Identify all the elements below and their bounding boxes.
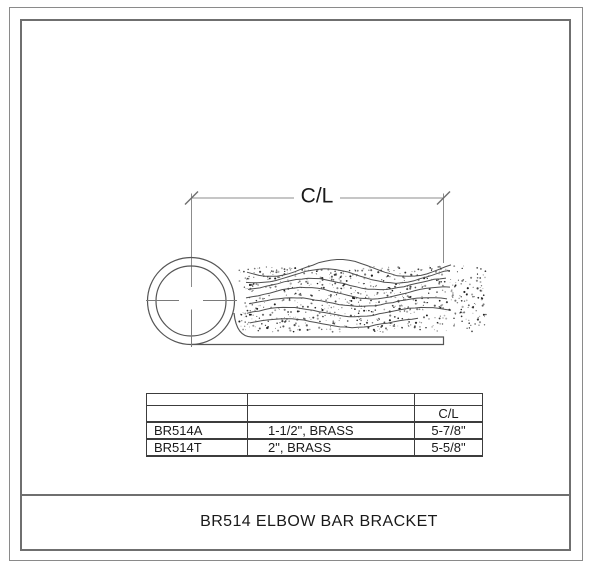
drawing-title: BR514 ELBOW BAR BRACKET (200, 513, 438, 530)
header-model-cell (146, 405, 248, 423)
size-cell: 2", BRASS (247, 438, 415, 457)
title-block-divider (21, 494, 570, 496)
part-number-cell: BR514A (146, 421, 248, 440)
table-row: BR514T 2", BRASS 5-5/8" (146, 438, 483, 457)
cl-cell: 5-5/8" (414, 438, 483, 457)
bracket-arm (191, 312, 445, 346)
cl-cell: 5-7/8" (414, 421, 483, 440)
header-size-cell (247, 405, 415, 423)
wood-grain-lines (245, 259, 452, 329)
part-number-cell: BR514T (146, 438, 248, 457)
header-cl-cell: C/L (414, 405, 483, 423)
blank-cell (414, 393, 483, 406)
outer-border-frame (9, 7, 583, 561)
table-header-row: C/L (146, 405, 483, 423)
blank-cell (247, 393, 415, 406)
dimension-tick-left (184, 191, 199, 205)
blank-cell (146, 393, 248, 406)
spec-table: C/L BR514A 1-1/2", BRASS 5-7/8" BR514T 2… (146, 393, 483, 457)
table-row: BR514A 1-1/2", BRASS 5-7/8" (146, 421, 483, 440)
inner-border-frame (20, 19, 571, 551)
dimension-tick-right (436, 191, 451, 205)
centerline-dimension-label: C/L (300, 184, 334, 208)
size-cell: 1-1/2", BRASS (247, 421, 415, 440)
table-row-blank (146, 393, 483, 406)
